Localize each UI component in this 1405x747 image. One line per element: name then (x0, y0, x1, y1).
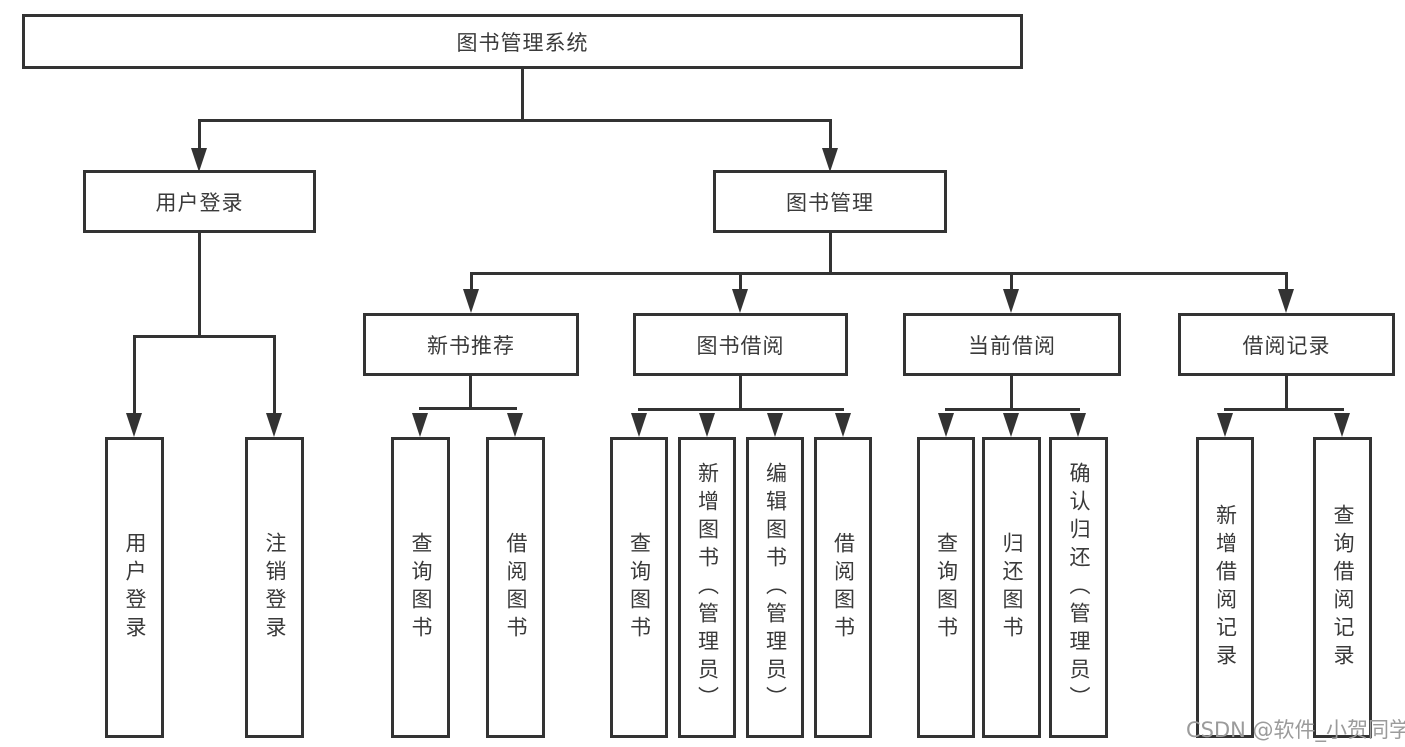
leaf-borrow-books-newbook: 借阅图书 (486, 437, 545, 738)
arrowhead-book-borrow-leaf-3 (767, 413, 783, 437)
connector-borrow-records-rail (1224, 408, 1344, 411)
arrowhead-new-book-leaf-2 (507, 413, 523, 437)
node-current-borrow: 当前借阅 (903, 313, 1121, 376)
connector-user-login-stem (198, 233, 201, 335)
arrowhead-book-borrow-leaf-2 (699, 413, 715, 437)
connector-drop-logout-leaf (273, 335, 276, 415)
arrowhead-book-management (822, 148, 838, 172)
leaf-query-books-current: 查询图书 (917, 437, 975, 738)
connector-book-management-stem (829, 233, 832, 272)
connector-new-book-rail (419, 407, 517, 410)
arrowhead-user-login (191, 148, 207, 172)
connector-drop-borrow-records (1285, 272, 1288, 290)
arrowhead-new-book-leaf-1 (412, 413, 428, 437)
connector-root-stem (521, 69, 524, 119)
leaf-borrow-books: 借阅图书 (814, 437, 872, 738)
connector-drop-login-leaf (133, 335, 136, 415)
connector-new-book-stem (469, 376, 472, 407)
leaf-add-books-admin: 新增图书（管理员） (678, 437, 736, 738)
node-new-book-recommend: 新书推荐 (363, 313, 579, 376)
connector-borrow-records-stem (1285, 376, 1288, 408)
arrowhead-current-borrow-leaf-1 (938, 413, 954, 437)
arrowhead-book-borrow-leaf-4 (835, 413, 851, 437)
watermark: CSDN @软件_小贺同学 (1186, 718, 1405, 742)
leaf-return-books: 归还图书 (982, 437, 1041, 738)
leaf-query-books-newbook: 查询图书 (391, 437, 450, 738)
connector-current-borrow-rail (945, 408, 1080, 411)
node-book-management: 图书管理 (713, 170, 947, 233)
leaf-query-borrow-record: 查询借阅记录 (1313, 437, 1372, 738)
leaf-add-borrow-record: 新增借阅记录 (1196, 437, 1254, 738)
arrowhead-book-borrow-leaf-1 (631, 413, 647, 437)
connector-book-borrow-rail (638, 408, 844, 411)
arrowhead-borrow-records (1278, 289, 1294, 313)
leaf-logout: 注销登录 (245, 437, 304, 738)
arrowhead-new-book (463, 289, 479, 313)
connector-level2-rail (198, 119, 832, 122)
arrowhead-current-borrow (1003, 289, 1019, 313)
connector-drop-user-login (198, 119, 201, 151)
node-user-login: 用户登录 (83, 170, 316, 233)
leaf-user-login: 用户登录 (105, 437, 164, 738)
connector-user-login-rail (133, 335, 276, 338)
leaf-edit-books-admin: 编辑图书（管理员） (746, 437, 804, 738)
arrowhead-book-borrow (732, 289, 748, 313)
arrowhead-current-borrow-leaf-3 (1070, 413, 1086, 437)
node-library-system: 图书管理系统 (22, 14, 1023, 69)
arrowhead-login-leaf (126, 413, 142, 437)
arrowhead-logout-leaf (266, 413, 282, 437)
connector-drop-book-borrow (739, 272, 742, 290)
arrowhead-borrow-records-leaf-1 (1217, 413, 1233, 437)
connector-book-borrow-stem (739, 376, 742, 408)
leaf-confirm-return-admin: 确认归还（管理员） (1049, 437, 1108, 738)
node-book-borrow: 图书借阅 (633, 313, 848, 376)
connector-drop-current-borrow (1010, 272, 1013, 290)
leaf-query-books-borrow: 查询图书 (610, 437, 668, 738)
node-borrow-records: 借阅记录 (1178, 313, 1395, 376)
connector-drop-new-book (470, 272, 473, 290)
connector-level3-rail (470, 272, 1287, 275)
connector-drop-book-management (829, 119, 832, 151)
arrowhead-borrow-records-leaf-2 (1334, 413, 1350, 437)
connector-current-borrow-stem (1010, 376, 1013, 408)
arrowhead-current-borrow-leaf-2 (1003, 413, 1019, 437)
